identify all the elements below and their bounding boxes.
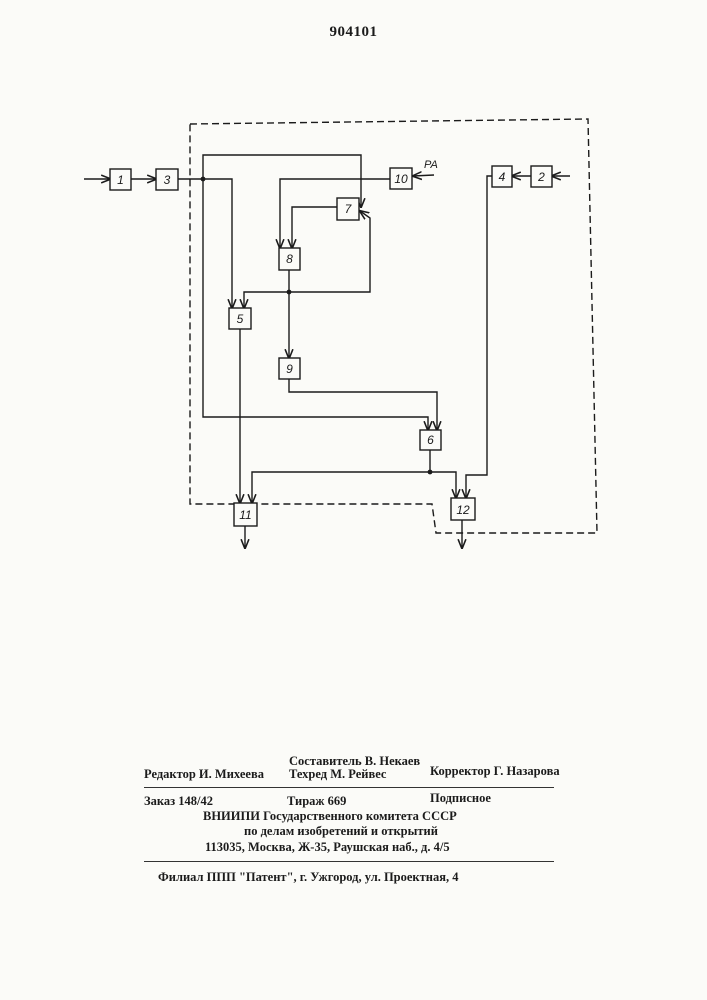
block-label: 1 [117, 173, 124, 187]
block-12: 12 [451, 498, 475, 520]
block-6: 6 [420, 430, 441, 450]
tech-editor-line: Техред М. Рейвес [289, 767, 386, 782]
block-1: 1 [110, 169, 131, 190]
block-7: 7 [337, 198, 359, 220]
block-label: 8 [286, 252, 293, 266]
junction-dot [428, 470, 433, 475]
block-label: 2 [537, 170, 545, 184]
divider-rule [144, 787, 554, 788]
block-4: 4 [492, 166, 512, 187]
block-label: 12 [456, 503, 470, 517]
connection-lines [84, 155, 570, 548]
order-number: Заказ 148/42 [144, 794, 213, 809]
block-3: 3 [156, 169, 178, 190]
block-11: 11 [234, 503, 257, 526]
input-signal-label: PA [424, 159, 438, 171]
junction-dot [201, 177, 206, 182]
block-label: 10 [394, 172, 408, 186]
block-8: 8 [279, 248, 300, 270]
block-label: 9 [286, 362, 293, 376]
branch-line: Филиал ППП "Патент", г. Ужгород, ул. Про… [158, 870, 458, 885]
block-label: 6 [427, 433, 434, 447]
institute-line: ВНИИПИ Государственного комитета СССР [203, 809, 457, 824]
editor-line: Редактор И. Михеева [144, 767, 264, 782]
subscription-note: Подписное [430, 791, 491, 806]
address-line: 113035, Москва, Ж-35, Раушская наб., д. … [205, 840, 450, 855]
block-label: 4 [499, 170, 506, 184]
department-line: по делам изобретений и открытий [244, 824, 438, 839]
block-5: 5 [229, 308, 251, 329]
block-10: 10 [390, 168, 412, 189]
print-run: Тираж 669 [287, 794, 346, 809]
block-label: 11 [239, 508, 251, 522]
proofreader-line: Корректор Г. Назарова [430, 764, 560, 779]
block-label: 5 [237, 312, 244, 326]
block-2: 2 [531, 166, 552, 187]
block-9: 9 [279, 358, 300, 379]
junction-dot [287, 290, 292, 295]
divider-rule [144, 861, 554, 862]
block-label: 3 [164, 173, 171, 187]
